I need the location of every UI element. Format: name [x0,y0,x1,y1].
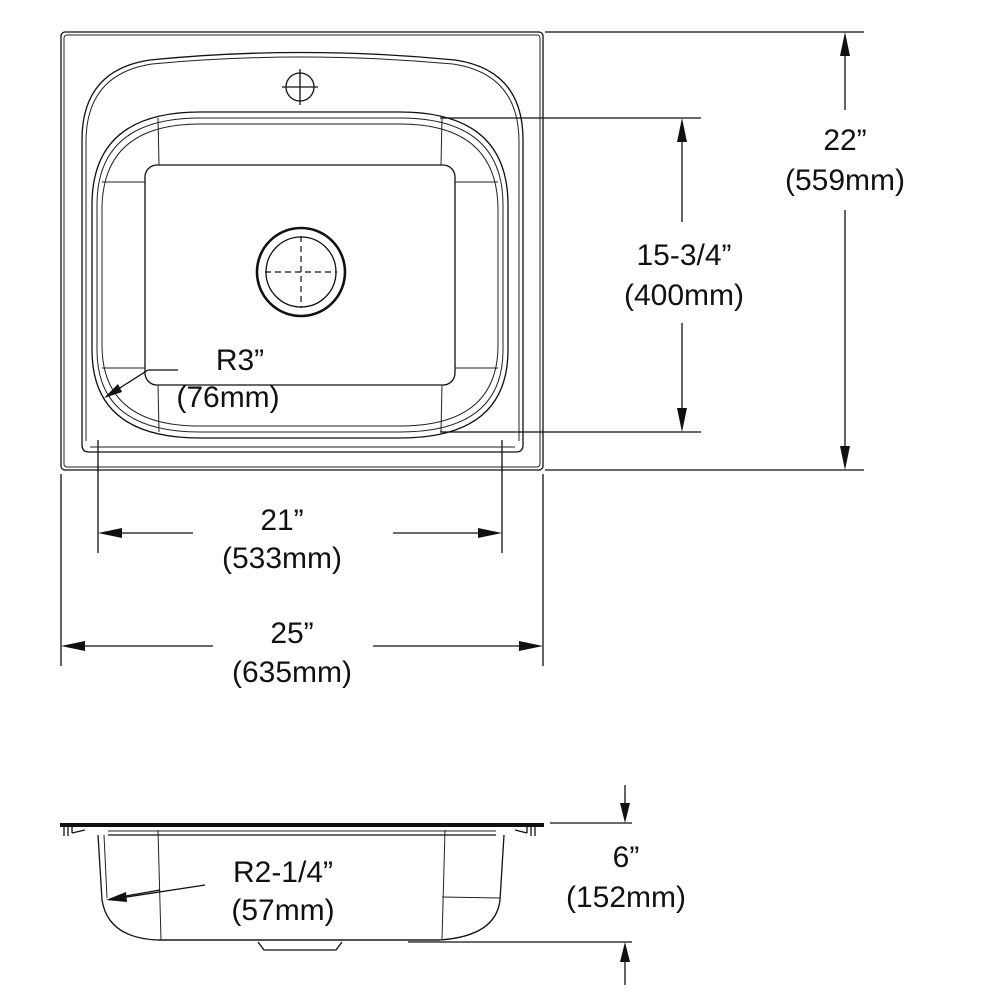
side-view: R2-1/4” (57mm) 6” (152mm) [60,785,686,985]
radius-arrow-icon [104,384,122,398]
mounting-clip-left [63,827,86,836]
arrow-down-icon [620,803,630,823]
arrow-right-icon [478,528,502,538]
faucet-hole-icon [282,69,318,105]
arrow-down-icon [840,446,850,470]
side-radius-imperial: R2-1/4” [233,856,333,889]
deck-ledge-outline [81,51,524,453]
bowl-depth-metric: (152mm) [566,881,686,914]
arrow-up-icon [677,118,687,142]
bowl-width-imperial: 21” [260,504,303,537]
top-view: R3” (76mm) [60,31,544,471]
bowl-length-metric: (400mm) [624,279,744,312]
drain-outlet [257,941,343,951]
arrow-down-icon [677,408,687,432]
sink-deck-outline [60,31,544,471]
radius-arrow-icon [106,892,127,902]
deck-flange [60,823,544,827]
corner-radius-metric: (76mm) [176,381,279,414]
bowl-floor [144,164,456,386]
arrow-up-icon [620,942,630,962]
bowl-rim-outer [91,111,509,439]
bowl-length-imperial: 15-3/4” [636,239,731,272]
width-dimensions: 21” (533mm) 25” (635mm) [60,440,544,689]
arrow-right-icon [519,641,543,651]
depth-dimensions: 22” (559mm) 15-3/4” (400mm) [440,31,905,471]
drain-icon [255,226,347,318]
corner-radius-imperial: R3” [216,344,264,377]
arrow-up-icon [840,32,850,56]
overall-depth-imperial: 22” [823,124,866,157]
bowl-width-metric: (533mm) [222,542,342,575]
mounting-clip-right [514,827,536,836]
arrow-left-icon [61,641,85,651]
overall-depth-metric: (559mm) [785,164,905,197]
bowl-depth-imperial: 6” [613,841,640,874]
arrow-left-icon [98,528,122,538]
overall-width-metric: (635mm) [232,656,352,689]
side-radius-metric: (57mm) [231,894,334,927]
overall-width-imperial: 25” [270,617,313,650]
